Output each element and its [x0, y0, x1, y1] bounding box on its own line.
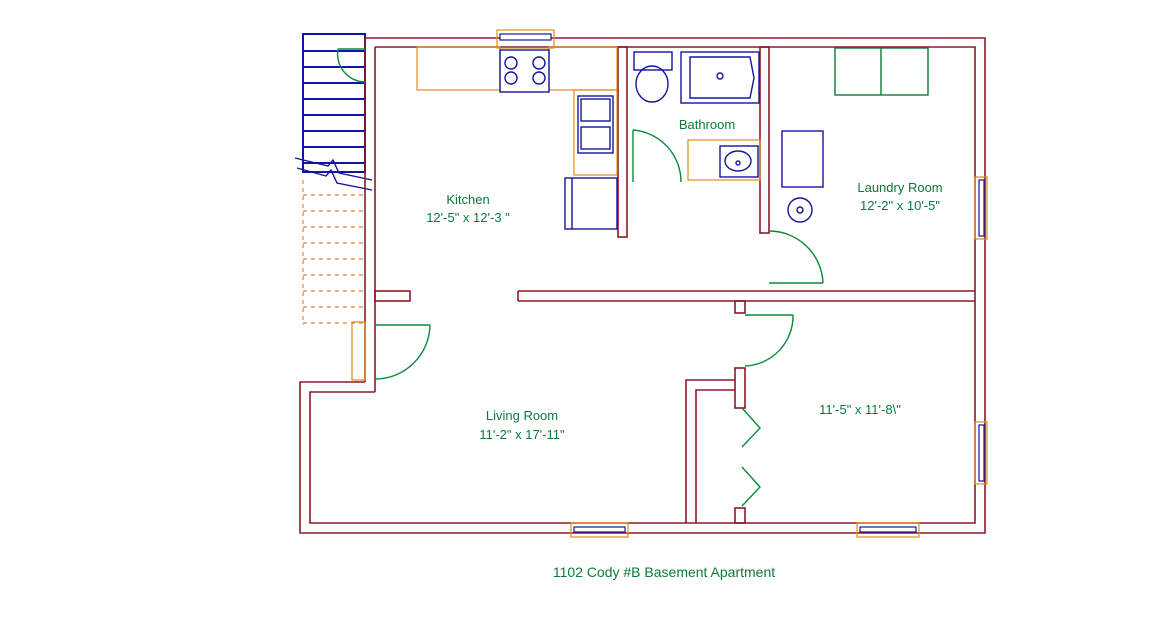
- laundry-name: Laundry Room: [857, 180, 942, 195]
- bathroom-name: Bathroom: [679, 117, 735, 132]
- bathroom-fixtures: [633, 51, 761, 181]
- living-room-name: Living Room: [486, 408, 558, 423]
- doors: [336, 48, 824, 507]
- kitchen-fixtures: [416, 46, 618, 230]
- laundry-fixtures: [781, 47, 929, 223]
- living-room-size: 11'-2" x 17'-11": [479, 427, 565, 442]
- kitchen-size: 12'-5" x 12'-3 ": [426, 210, 510, 225]
- staircase: [294, 33, 373, 325]
- plan-caption: 1102 Cody #B Basement Apartment: [553, 564, 775, 580]
- interior-walls: [374, 46, 975, 524]
- laundry-size: 12'-2" x 10'-5": [860, 198, 940, 213]
- kitchen-name: Kitchen: [446, 192, 489, 207]
- bedroom-size: 11'-5" x 11'-8\": [819, 402, 901, 417]
- windows: [496, 29, 988, 538]
- exterior-walls: [299, 37, 986, 534]
